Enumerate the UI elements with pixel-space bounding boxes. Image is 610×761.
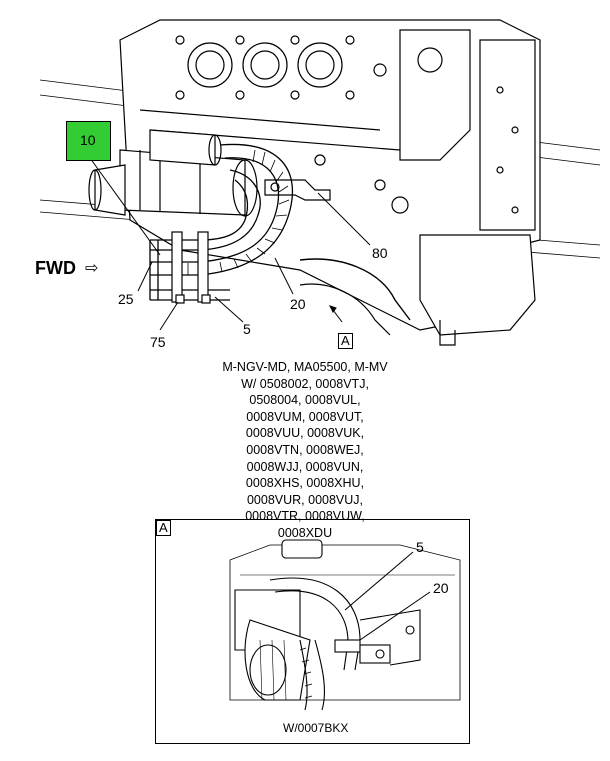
callout-75: 75: [150, 334, 166, 350]
forward-arrow-icon: ⇨: [85, 260, 99, 277]
callout-10-tag: 10: [66, 121, 111, 161]
applicability-line: 0008XDU: [277, 525, 333, 540]
callout-5: 5: [243, 321, 251, 337]
applicability-line: 0008VTN, 0008WEJ,: [246, 442, 364, 457]
applicability-line: 0008WJJ, 0008VUN,: [246, 459, 364, 474]
view-a-reference: A: [338, 333, 353, 349]
applicability-line: W/ 0508002, 0008VTJ,: [241, 376, 369, 391]
detail-view-a-frame: [155, 519, 470, 744]
applicability-line: 0008VUR, 0008VUJ,: [246, 492, 364, 507]
applicability-text: M-NGV-MD, MA05500, M-MV W/ 0508002, 0008…: [200, 359, 410, 542]
detail-callout-5: 5: [416, 539, 424, 555]
detail-caption: W/0007BKX: [283, 721, 349, 735]
callout-80: 80: [372, 245, 388, 261]
detail-callout-20: 20: [433, 580, 449, 596]
callout-20: 20: [290, 296, 306, 312]
applicability-line: 0008XHS, 0008XHU,: [245, 476, 365, 491]
applicability-line: 0008VUU, 0008VUK,: [245, 426, 365, 441]
applicability-line: M-NGV-MD, MA05500, M-MV: [222, 360, 388, 374]
forward-label: FWD: [35, 258, 76, 278]
callout-25: 25: [118, 291, 134, 307]
callout-10-label: 10: [80, 132, 96, 148]
applicability-line: 0508004, 0008VUL,: [249, 393, 361, 408]
detail-view-a-label: A: [156, 520, 171, 536]
applicability-line: 0008VUM, 0008VUT,: [246, 409, 364, 424]
